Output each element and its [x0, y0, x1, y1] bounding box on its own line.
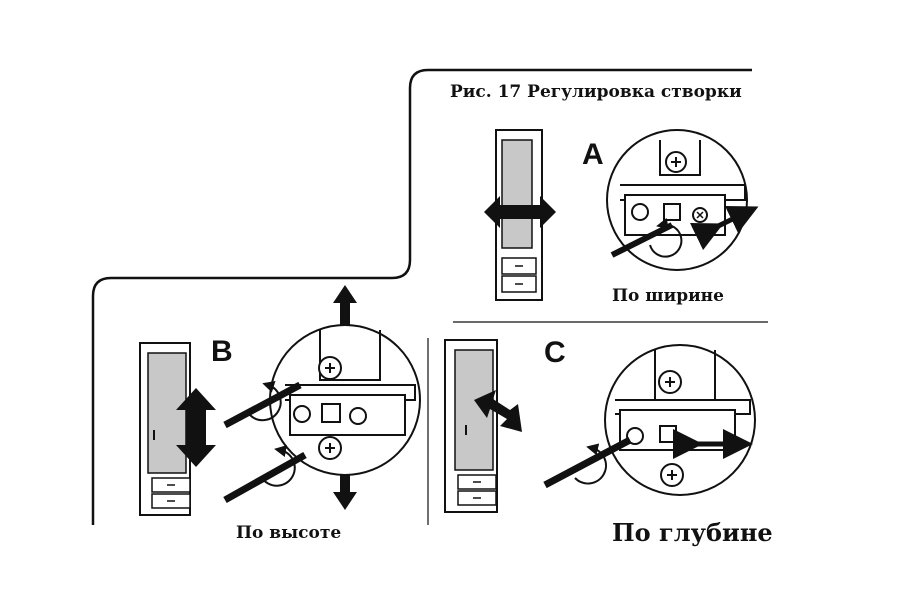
panel-a-width-arrow [484, 196, 556, 228]
panel-c-cabinet [444, 339, 498, 513]
panel-a-hinge-detail [606, 129, 759, 271]
panel-b-up-arrow [333, 285, 357, 325]
panel-b-height-arrow [176, 388, 216, 467]
panel-c-caption: По глубине [612, 518, 773, 547]
panel-c-hinge-detail [543, 344, 756, 496]
panel-b-caption: По высоте [236, 523, 342, 543]
panel-b-hinge-detail [223, 324, 421, 504]
panel-b-cabinet [139, 342, 191, 516]
figure-title: Рис. 17 Регулировка створки [450, 82, 742, 102]
panel-a-letter: A [582, 138, 604, 171]
panel-c-letter: C [544, 336, 566, 369]
panel-a-caption: По ширине [612, 286, 724, 306]
frame-outline [91, 68, 752, 525]
panel-c-depth-arrow [474, 390, 522, 432]
panel-b-down-arrow [333, 475, 357, 510]
panel-b-letter: B [211, 335, 233, 368]
